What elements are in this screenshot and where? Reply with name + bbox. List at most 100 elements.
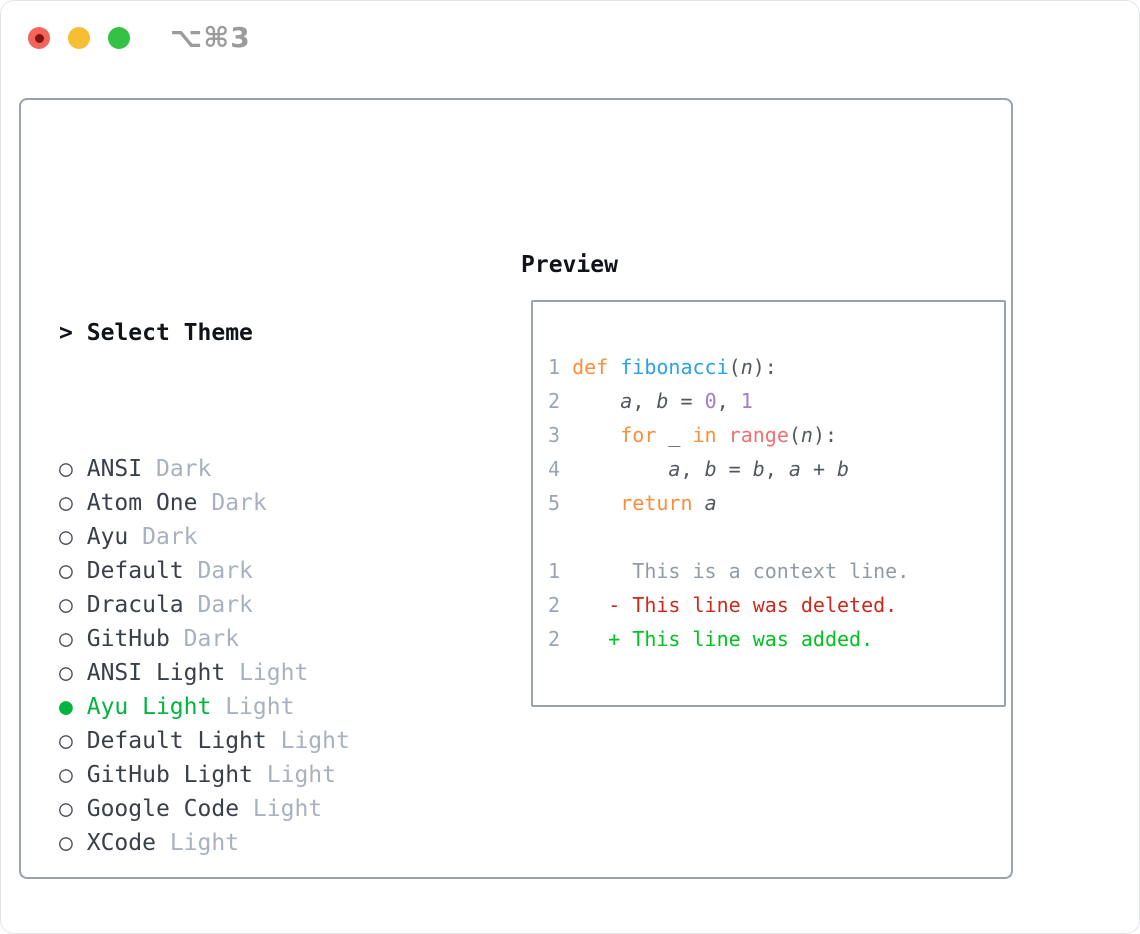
theme-option-github-light[interactable]: ○ GitHub Light Light (59, 758, 447, 792)
line-number: 1 (548, 559, 561, 583)
line-number: 2 (548, 389, 561, 413)
minimize-button[interactable] (68, 27, 90, 49)
code-token: ( (788, 423, 801, 447)
theme-variant: Light (252, 796, 323, 822)
theme-variant: Light (280, 728, 350, 754)
theme-option-ayu[interactable]: ○ Ayu Dark (59, 520, 447, 554)
diff-deleted-line: 2 - This line was deleted. (548, 588, 909, 622)
theme-list: ○ ANSI Dark○ Atom One Dark○ Ayu Dark○ De… (59, 452, 447, 860)
theme-option-github[interactable]: ○ GitHub Dark (59, 622, 447, 656)
code-token: b (656, 389, 669, 413)
code-token: _ (656, 423, 693, 447)
code-token: 0 (704, 389, 717, 413)
code-token: , (716, 389, 741, 413)
theme-option-atom-one[interactable]: ○ Atom One Dark (59, 486, 447, 520)
radio-icon: ○ (59, 830, 73, 856)
theme-option-ayu-light[interactable]: ● Ayu Light Light (59, 690, 447, 724)
code-token: ): (812, 423, 838, 447)
theme-variant: Light (239, 660, 309, 686)
theme-option-ansi[interactable]: ○ ANSI Dark (59, 452, 447, 486)
theme-option-ansi-light[interactable]: ○ ANSI Light Light (59, 656, 447, 690)
code-token: b (704, 457, 717, 481)
code-token: n (800, 423, 813, 447)
code-token: for (620, 423, 657, 447)
radio-icon: ○ (59, 660, 73, 686)
radio-icon: ○ (59, 558, 73, 584)
code-token: + This line was added. (572, 627, 874, 651)
code-token: ): (752, 355, 777, 379)
preview-header: Preview (521, 252, 618, 278)
theme-name: XCode (86, 830, 156, 856)
code-token: a (668, 457, 681, 481)
code-token: ( (728, 355, 741, 379)
radio-icon: ○ (59, 796, 73, 822)
theme-variant: Dark (155, 456, 212, 482)
theme-option-xcode[interactable]: ○ XCode Light (59, 826, 447, 860)
radio-icon: ○ (59, 762, 73, 788)
theme-variant: Dark (197, 558, 253, 584)
code-line: 4 a, b = b, a + b (548, 452, 909, 486)
theme-name: GitHub (86, 626, 170, 652)
code-token: return (620, 491, 693, 515)
code-token: , (764, 457, 789, 481)
code-token (693, 491, 705, 515)
radio-icon: ○ (59, 626, 73, 652)
theme-name: ANSI Light (86, 660, 226, 686)
theme-variant: Light (266, 762, 336, 788)
code-token: range (728, 423, 789, 447)
code-token: , (680, 457, 705, 481)
theme-option-google-code[interactable]: ○ Google Code Light (59, 792, 447, 826)
code-line: 3 for _ in range(n): (548, 418, 909, 452)
line-number: 2 (548, 593, 561, 617)
select-theme-title: Select Theme (86, 320, 253, 346)
code-line: 1 def fibonacci(n): (548, 350, 909, 384)
radio-icon: ○ (59, 490, 73, 516)
code-token: + (800, 457, 838, 481)
theme-name: Google Code (86, 796, 240, 822)
preview-box: 1 def fibonacci(n): 2 a, b = 0, 1 3 for _ … (531, 300, 1006, 707)
theme-option-default[interactable]: ○ Default Dark (59, 554, 447, 588)
code-token: a (704, 491, 717, 515)
code-token: in (692, 423, 717, 447)
code-line: 5 return a (548, 486, 909, 520)
window-shortcut-label: ⌥⌘3 (170, 21, 251, 54)
line-number: 4 (548, 457, 561, 481)
theme-name: Atom One (86, 490, 198, 516)
zoom-button[interactable] (108, 27, 130, 49)
code-token: a (620, 389, 633, 413)
code-token: a (788, 457, 801, 481)
diff-context-line: 1 This is a context line. (548, 554, 909, 588)
theme-variant: Dark (183, 626, 240, 652)
line-number: 3 (548, 423, 561, 447)
theme-option-dracula[interactable]: ○ Dracula Dark (59, 588, 447, 622)
code-token (572, 491, 620, 515)
radio-icon: ○ (59, 524, 73, 550)
theme-name: GitHub Light (86, 762, 253, 788)
theme-name: Ayu (86, 524, 129, 550)
code-token (572, 457, 668, 481)
titlebar: ⌥⌘3 (28, 21, 251, 54)
code-token: - This line was deleted. (572, 593, 898, 617)
code-token (572, 423, 620, 447)
code-token: = (668, 389, 705, 413)
theme-name: ANSI (86, 456, 143, 482)
code-token (717, 423, 729, 447)
theme-variant: Dark (197, 592, 253, 618)
code-token: = (716, 457, 753, 481)
theme-option-default-light[interactable]: ○ Default Light Light (59, 724, 447, 758)
code-token: 1 (740, 389, 753, 413)
theme-list-column: > Select Theme ○ ANSI Dark○ Atom One Dar… (59, 248, 447, 934)
close-button[interactable] (28, 27, 50, 49)
code-preview: 1 def fibonacci(n): 2 a, b = 0, 1 3 for _ … (548, 350, 909, 656)
theme-variant: Light (169, 830, 240, 856)
theme-name: Ayu Light (86, 694, 212, 720)
focus-caret-icon: > (59, 320, 73, 346)
unsaved-changes-dot-icon (34, 33, 44, 43)
code-token: , (632, 389, 657, 413)
theme-variant: Dark (142, 524, 198, 550)
radio-icon: ○ (59, 592, 73, 618)
line-number: 5 (548, 491, 561, 515)
radio-icon: ○ (59, 456, 73, 482)
theme-name: Default Light (86, 728, 267, 754)
